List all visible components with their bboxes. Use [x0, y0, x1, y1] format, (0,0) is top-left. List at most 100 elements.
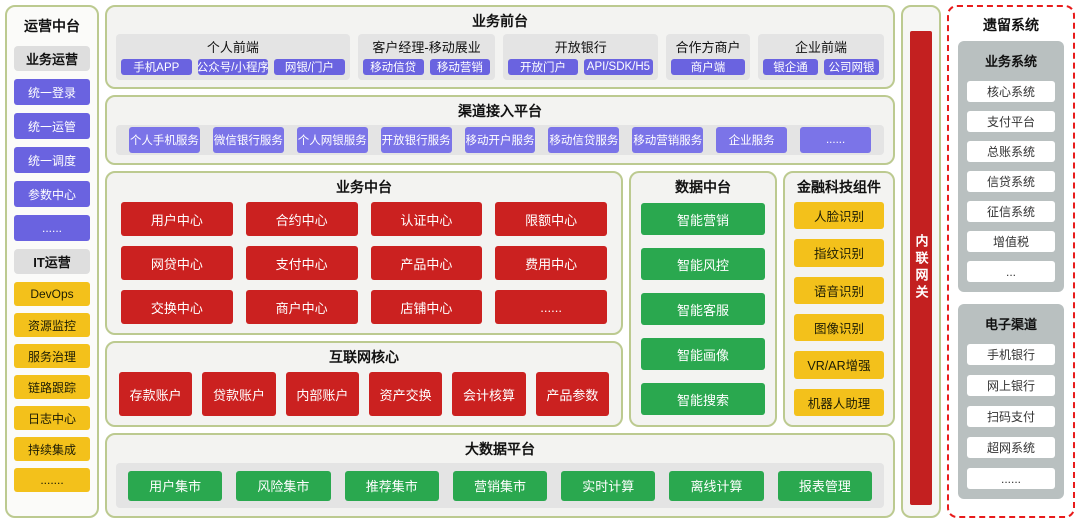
legacy-channel-block: 超网系统	[967, 437, 1055, 458]
channel-service-block: 个人网银服务	[296, 127, 368, 153]
bigdata-platform-panel: 大数据平台 用户集市风险集市推荐集市营销集市实时计算离线计算报表管理	[105, 433, 895, 518]
business-center-block: 商户中心	[245, 290, 358, 324]
channel-service-list: 个人手机服务微信银行服务个人网银服务开放银行服务移动开户服务移动信贷服务移动营销…	[116, 125, 884, 155]
legacy-business-systems-box: 业务系统 核心系统支付平台总账系统信贷系统征信系统增值税...	[958, 41, 1064, 292]
bigdata-block: 营销集市	[452, 470, 548, 501]
it-ops-block: 链路跟踪	[14, 375, 90, 399]
business-center-block: 交换中心	[121, 290, 233, 324]
internet-core-block: 贷款账户	[202, 372, 276, 416]
intranet-gateway-bar: 内联网关	[910, 31, 932, 505]
internet-core-block: 产品参数	[535, 372, 609, 416]
fintech-component-block: 指纹识别	[794, 239, 884, 267]
data-middle-panel: 数据中台 智能营销智能风控智能客服智能画像智能搜索	[629, 171, 777, 427]
channel-service-block: 移动信贷服务	[548, 127, 620, 153]
business-center-block: ......	[495, 290, 607, 324]
legacy-business-systems-list: 核心系统支付平台总账系统信贷系统征信系统增值税...	[967, 81, 1055, 282]
bigdata-block: 推荐集市	[344, 470, 439, 501]
front-app-block: API/SDK/H5	[583, 59, 654, 75]
fintech-components-title: 金融科技组件	[797, 179, 881, 195]
fintech-component-block: 机器人助理	[794, 388, 884, 416]
intranet-gateway-label: 内联网关	[913, 234, 929, 302]
channel-service-block: ......	[800, 127, 872, 153]
business-front-title: 业务前台	[472, 13, 528, 29]
it-ops-block: 日志中心	[14, 406, 90, 430]
it-ops-block: DevOps	[14, 282, 90, 306]
data-middle-title: 数据中台	[675, 179, 731, 195]
it-ops-block: 资源监控	[14, 313, 90, 337]
bigdata-block: 风险集市	[236, 470, 331, 501]
business-ops-list: 统一登录统一运管统一调度参数中心......	[14, 79, 90, 241]
business-ops-block: ......	[14, 215, 90, 241]
front-app-block: 公众号/小程序	[197, 59, 269, 75]
channel-service-block: 个人手机服务	[129, 127, 200, 153]
business-center-block: 限额中心	[495, 202, 607, 236]
internet-core-title: 互联网核心	[329, 349, 399, 365]
legacy-systems-panel: 遗留系统 业务系统 核心系统支付平台总账系统信贷系统征信系统增值税... 电子渠…	[947, 5, 1075, 518]
internet-core-block: 会计核算	[452, 372, 526, 416]
front-section: 合作方商户商户端	[666, 34, 750, 80]
it-ops-block: 服务治理	[14, 344, 90, 368]
front-app-block: 移动信贷	[362, 59, 424, 75]
bigdata-list: 用户集市风险集市推荐集市营销集市实时计算离线计算报表管理	[116, 463, 884, 508]
legacy-system-block: 增值税	[967, 231, 1055, 252]
front-app-block: 银企通	[762, 59, 818, 75]
channel-service-block: 开放银行服务	[380, 127, 452, 153]
channel-service-block: 移动营销服务	[632, 127, 704, 153]
business-ops-block: 参数中心	[14, 181, 90, 207]
channel-platform-panel: 渠道接入平台 个人手机服务微信银行服务个人网银服务开放银行服务移动开户服务移动信…	[105, 95, 895, 165]
bigdata-block: 报表管理	[777, 470, 872, 501]
data-capability-block: 智能搜索	[641, 383, 765, 415]
channel-platform-title: 渠道接入平台	[458, 103, 542, 119]
legacy-channel-block: 网上银行	[967, 375, 1055, 396]
legacy-echannel-header: 电子渠道	[984, 317, 1037, 332]
front-section-title: 个人前端	[206, 40, 259, 55]
front-app-block: 商户端	[671, 59, 745, 75]
business-ops-group-header: 业务运营	[14, 46, 90, 71]
fintech-component-block: 语音识别	[794, 276, 884, 304]
front-section-chips: 银企通公司网银	[762, 59, 880, 75]
bigdata-block: 离线计算	[669, 470, 764, 501]
legacy-system-block: ...	[967, 261, 1055, 282]
legacy-business-systems-header: 业务系统	[984, 54, 1037, 69]
internet-core-block: 资产交换	[369, 372, 443, 416]
business-center-block: 认证中心	[370, 202, 483, 236]
business-center-block: 支付中心	[245, 246, 358, 280]
fintech-component-block: 人脸识别	[794, 202, 884, 230]
legacy-systems-title: 遗留系统	[983, 17, 1039, 33]
operations-middle-platform-panel: 运营中台 业务运营 统一登录统一运管统一调度参数中心...... IT运营 De…	[5, 5, 99, 518]
legacy-echannel-list: 手机银行网上银行扫码支付超网系统......	[967, 344, 1055, 489]
business-ops-block: 统一运管	[14, 113, 90, 139]
business-middle-title: 业务中台	[336, 179, 392, 195]
fintech-component-block: VR/AR增强	[794, 351, 884, 379]
channel-service-block: 微信银行服务	[212, 127, 284, 153]
middle-row: 业务中台 用户中心合约中心认证中心限额中心网贷中心支付中心产品中心费用中心交换中…	[105, 171, 895, 427]
business-center-block: 合约中心	[245, 202, 358, 236]
legacy-system-block: 支付平台	[967, 111, 1055, 132]
business-center-block: 产品中心	[370, 246, 483, 280]
business-center-grid: 用户中心合约中心认证中心限额中心网贷中心支付中心产品中心费用中心交换中心商户中心…	[121, 202, 607, 324]
legacy-system-block: 征信系统	[967, 201, 1055, 222]
legacy-system-block: 总账系统	[967, 141, 1055, 162]
data-middle-list: 智能营销智能风控智能客服智能画像智能搜索	[641, 203, 765, 415]
internet-core-grid: 存款账户贷款账户内部账户资产交换会计核算产品参数	[119, 372, 609, 416]
business-center-block: 店铺中心	[370, 290, 483, 324]
data-capability-block: 智能客服	[641, 293, 765, 325]
fintech-component-block: 图像识别	[794, 313, 884, 342]
internet-core-block: 内部账户	[285, 372, 359, 416]
legacy-channel-block: 手机银行	[967, 344, 1055, 365]
front-section-chips: 商户端	[671, 59, 745, 75]
legacy-system-block: 信贷系统	[967, 171, 1055, 192]
business-center-block: 网贷中心	[121, 246, 233, 280]
channel-service-block: 移动开户服务	[464, 127, 536, 153]
front-app-block: 移动营销	[429, 59, 491, 75]
intranet-gateway-panel: 内联网关	[901, 5, 941, 518]
it-ops-block: .......	[14, 468, 90, 492]
bigdata-platform-title: 大数据平台	[465, 441, 535, 457]
data-capability-block: 智能营销	[641, 203, 765, 235]
data-capability-block: 智能画像	[641, 338, 765, 370]
bigdata-block: 用户集市	[128, 470, 223, 501]
